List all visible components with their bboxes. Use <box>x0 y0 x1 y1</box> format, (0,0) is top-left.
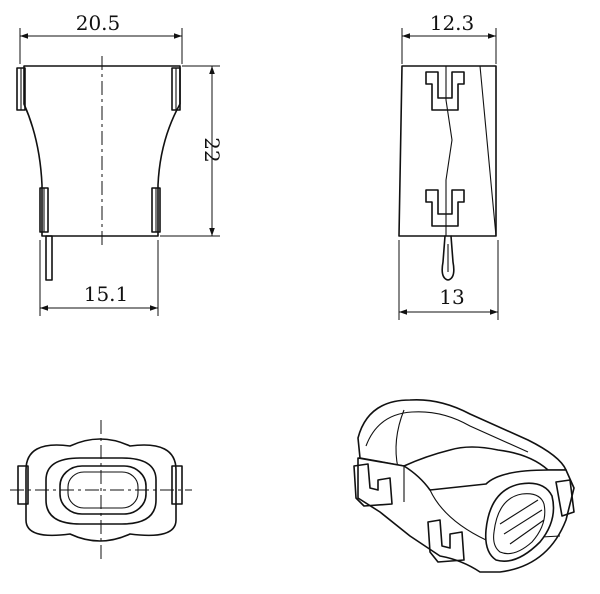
top-view-inner-shell <box>45 457 157 525</box>
iso-lower-clip <box>427 519 465 563</box>
side-view: 12.3 13 <box>398 11 499 320</box>
iso-right-clip <box>555 479 575 517</box>
front-pin <box>45 235 53 281</box>
dim-side-top-width: 12.3 <box>430 11 475 35</box>
isometric-view <box>353 398 575 573</box>
front-view-body-outline <box>23 65 181 237</box>
top-right-clip <box>171 465 183 505</box>
top-left-clip <box>17 465 29 505</box>
iso-left-clip <box>353 463 393 507</box>
dim-front-base-width: 15.1 <box>84 282 129 306</box>
front-view: 20.5 22 15.1 <box>16 11 224 316</box>
dim-front-width: 20.5 <box>76 11 121 35</box>
top-view-outer-outline <box>25 438 177 542</box>
side-upper-clip <box>425 71 465 111</box>
dim-front-height: 22 <box>200 137 224 162</box>
iso-opening <box>484 482 555 562</box>
side-loop-pin <box>441 235 455 281</box>
iso-top-surface <box>357 398 567 471</box>
side-lower-clip <box>425 189 465 227</box>
side-view-body-outline <box>398 65 497 237</box>
top-view <box>10 420 192 560</box>
dim-side-bottom-width: 13 <box>439 285 464 309</box>
